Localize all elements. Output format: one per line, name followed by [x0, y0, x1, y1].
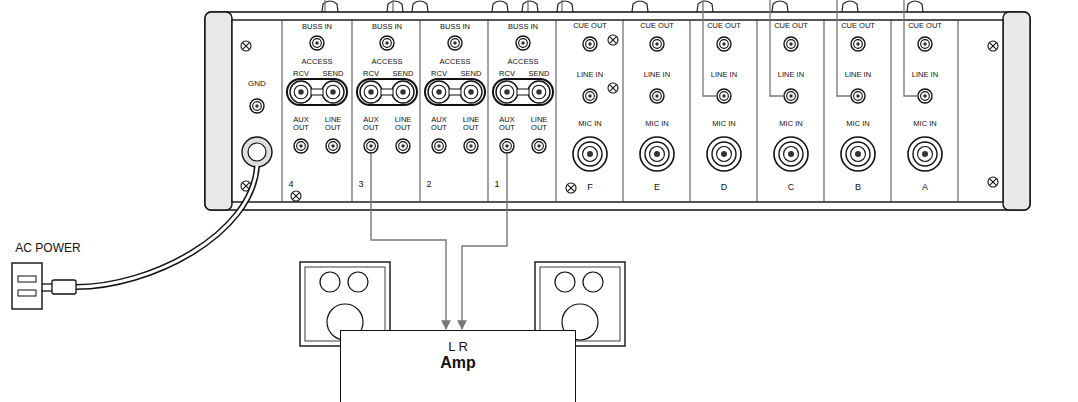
- output-jacks: [287, 36, 553, 153]
- panel-label: E: [654, 183, 660, 192]
- line-in-wires: [703, 0, 917, 96]
- panel-label: 4: [288, 180, 293, 189]
- panel-label: AUX OUT: [495, 116, 519, 132]
- panel-label: RCV: [499, 70, 515, 78]
- panel-label: AUX OUT: [359, 116, 383, 132]
- panel-label: C: [788, 183, 795, 192]
- panel-label: AUX OUT: [427, 116, 451, 132]
- panel-label: LINE OUT: [459, 116, 483, 132]
- panel-label: AUX OUT: [289, 116, 313, 132]
- channel-label: L R: [448, 339, 468, 354]
- panel-label: ACCESS: [372, 58, 403, 66]
- panel-label: CUE OUT: [573, 22, 607, 30]
- aux-wires: [371, 154, 507, 329]
- panel-label: CUE OUT: [640, 22, 674, 30]
- screws: [241, 35, 998, 201]
- panel-label: D: [721, 183, 728, 192]
- panel-label: RCV: [293, 70, 309, 78]
- mixer-housing: [205, 12, 1030, 210]
- panel-label: BUSS IN: [302, 23, 332, 31]
- input-jacks: [573, 37, 942, 171]
- panel-label: A: [922, 183, 928, 192]
- panel-label: LINE OUT: [527, 116, 551, 132]
- panel-label: LINE OUT: [391, 116, 415, 132]
- gnd-terminal: [242, 99, 272, 167]
- panel-label: LINE IN: [577, 71, 603, 79]
- panel-label: CUE OUT: [707, 22, 741, 30]
- panel-label: ACCESS: [302, 58, 333, 66]
- panel-label: 3: [358, 180, 363, 189]
- panel-label: LINE IN: [845, 71, 871, 79]
- panel-label: MIC IN: [846, 120, 869, 128]
- power-cord: [42, 166, 257, 294]
- panel-label: RCV: [431, 70, 447, 78]
- panel-label: CUE OUT: [908, 22, 942, 30]
- panel-label: CUE OUT: [841, 22, 875, 30]
- panel-label: B: [855, 183, 861, 192]
- panel-label: LINE IN: [912, 71, 938, 79]
- panel-label: BUSS IN: [508, 23, 538, 31]
- panel-label: MIC IN: [712, 120, 735, 128]
- panel-label: 2: [426, 180, 431, 189]
- panel-label: ACCESS: [440, 58, 471, 66]
- panel-label: MIC IN: [645, 120, 668, 128]
- panel-label: 1: [494, 180, 499, 189]
- panel-label: SEND: [323, 70, 344, 78]
- panel-label: MIC IN: [779, 120, 802, 128]
- panel-label: GND: [248, 80, 266, 88]
- panel-label: RCV: [363, 70, 379, 78]
- panel-label: SEND: [461, 70, 482, 78]
- ac-outlet: [12, 263, 42, 309]
- panel-label: F: [587, 183, 593, 192]
- amplifier-box: L RAmp: [340, 330, 576, 402]
- panel-label: MIC IN: [578, 120, 601, 128]
- panel-label: CUE OUT: [774, 22, 808, 30]
- power-label: AC POWER: [15, 242, 80, 255]
- panel-label: SEND: [393, 70, 414, 78]
- panel-label: LINE IN: [644, 71, 670, 79]
- panel-label: LINE IN: [778, 71, 804, 79]
- amp-label: Amp: [440, 354, 476, 372]
- panel-label: MIC IN: [913, 120, 936, 128]
- panel-label: BUSS IN: [440, 23, 470, 31]
- panel-label: BUSS IN: [372, 23, 402, 31]
- panel-label: LINE IN: [711, 71, 737, 79]
- panel-label: ACCESS: [508, 58, 539, 66]
- panel-label: SEND: [529, 70, 550, 78]
- panel-label: LINE OUT: [321, 116, 345, 132]
